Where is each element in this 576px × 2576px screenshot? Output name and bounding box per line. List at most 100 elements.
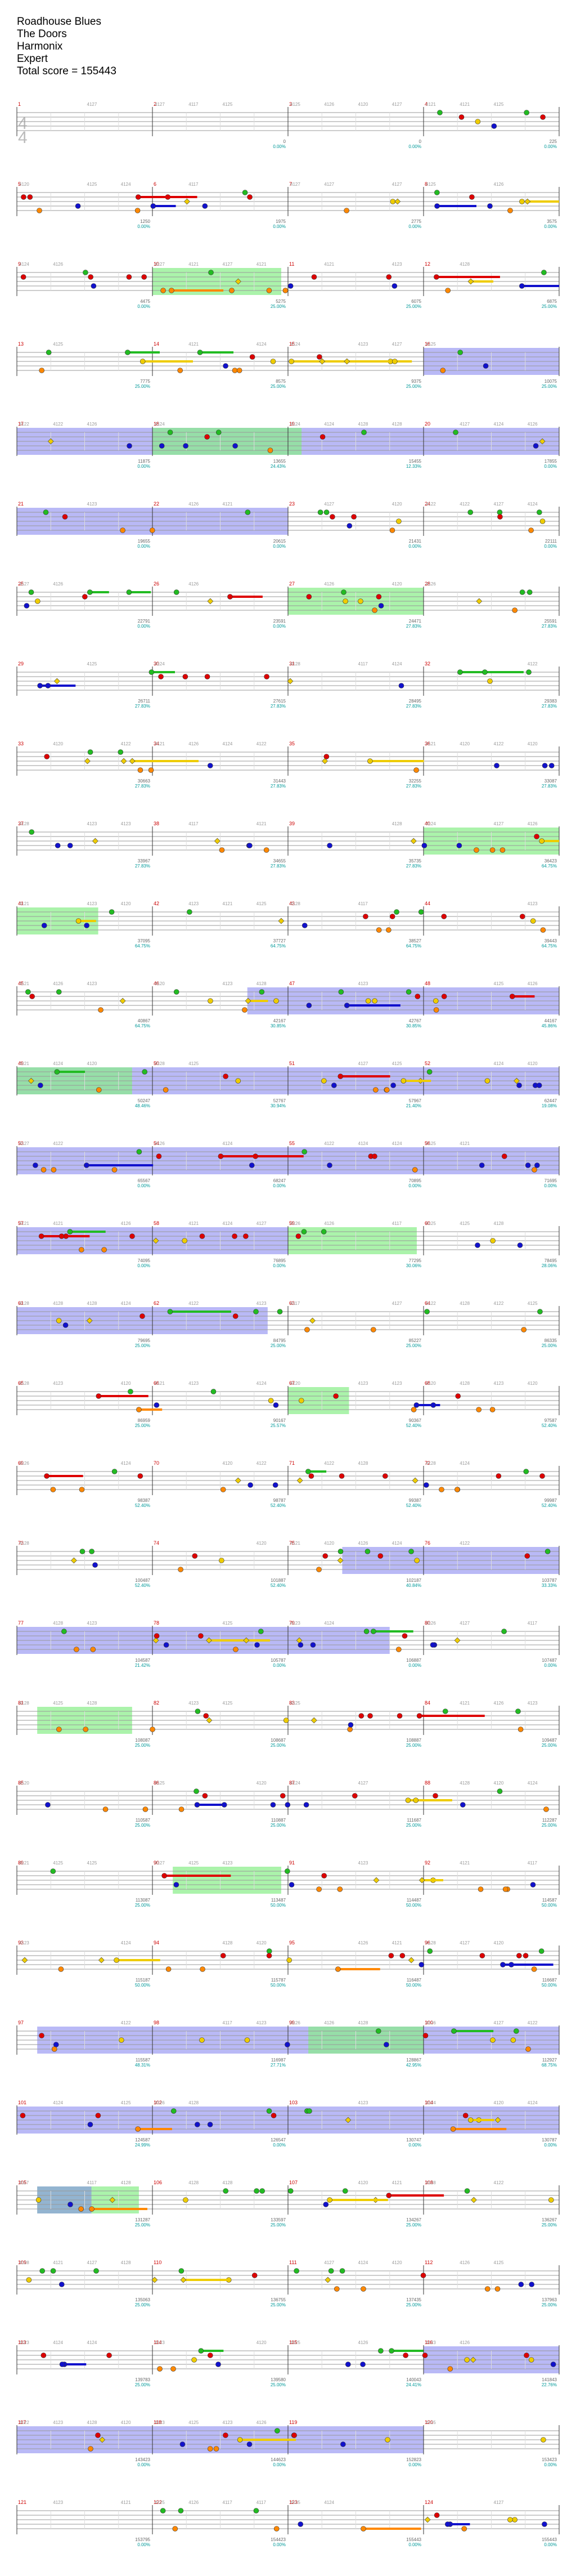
tempo-marker: 4126	[528, 422, 538, 427]
note-gem	[41, 923, 47, 928]
measure-number: 121	[18, 2499, 26, 2505]
tempo-marker: 4117	[358, 661, 368, 667]
measure-number: 5	[18, 181, 21, 187]
tempo-marker: 4126	[290, 2020, 300, 2025]
tempo-marker: 4124	[53, 1061, 63, 1066]
note-gem	[479, 1953, 485, 1958]
measure-number: 30	[154, 661, 159, 667]
note-gem	[392, 283, 398, 289]
measure-score: 2775	[411, 219, 421, 224]
note-gem	[361, 2526, 366, 2532]
tempo-marker: 4126	[256, 2420, 267, 2425]
difficulty-label: Expert	[17, 53, 48, 65]
measure-percent: 24.99%	[135, 2143, 150, 2148]
note-gem	[338, 1549, 344, 1554]
note-gem	[267, 448, 273, 453]
note-gem	[390, 1083, 396, 1088]
measure-percent: 25.00%	[406, 2302, 421, 2307]
measure-score: 10075	[544, 379, 557, 384]
measure-score: 124587	[135, 2137, 150, 2143]
tempo-marker: 4126	[528, 981, 538, 986]
measure-score: 33967	[138, 858, 151, 864]
tempo-marker: 4120	[494, 1940, 504, 1946]
note-gem	[447, 2366, 453, 2372]
note-gem	[518, 1727, 524, 1732]
note-gem	[475, 119, 481, 124]
tempo-marker: 4124	[121, 1461, 131, 1466]
tempo-marker: 4125	[426, 1221, 436, 1226]
measure-score: 19655	[138, 539, 151, 544]
note-gem	[331, 1083, 337, 1088]
note-gem	[266, 1948, 272, 1954]
note-gem	[334, 2286, 340, 2292]
note-gem	[33, 1162, 38, 1168]
tempo-marker: 4127	[392, 102, 402, 107]
tempo-marker: 4123	[121, 821, 131, 826]
measure-score: 116987	[271, 2058, 286, 2063]
tempo-marker: 4126	[324, 1221, 334, 1226]
measure-number: 11	[289, 261, 294, 267]
note-gem	[544, 1549, 551, 1554]
note-gem	[198, 2348, 204, 2354]
measure-score: 13655	[273, 459, 286, 464]
measure-score: 136267	[542, 2217, 557, 2222]
hopo-note	[337, 1557, 344, 1564]
measure-number: 19	[289, 421, 295, 427]
note-gem	[384, 1087, 390, 1093]
artist-name: The Doors	[17, 28, 67, 40]
note-gem	[327, 1162, 332, 1168]
tempo-marker: 4124	[324, 2500, 334, 2505]
note-gem	[386, 2193, 392, 2198]
note-gem	[83, 270, 88, 275]
hopo-note	[99, 2436, 106, 2443]
measure-score: 110587	[136, 1818, 151, 1823]
measure-score: 99387	[409, 1498, 422, 1503]
tempo-marker: 4126	[87, 422, 97, 427]
note-gem	[478, 1886, 484, 1892]
measure-percent: 50.00%	[406, 1983, 421, 1988]
note-gem	[434, 190, 440, 195]
measure-percent: 25.00%	[135, 2382, 150, 2387]
measure-number: 67	[289, 1380, 295, 1386]
note-gem	[308, 1473, 314, 1479]
tempo-marker: 4128	[392, 821, 402, 826]
measure-number: 122	[154, 2499, 162, 2505]
measure-number: 26	[154, 581, 159, 587]
measure-score: 38527	[409, 938, 422, 943]
measure-number: 118	[154, 2420, 161, 2425]
measure-score: 106887	[406, 1658, 421, 1663]
tempo-marker: 4121	[392, 2180, 402, 2185]
note-gem	[37, 683, 43, 688]
measure-number: 62	[154, 1300, 159, 1306]
note-gem	[210, 1389, 217, 1394]
measure-score: 153795	[135, 2537, 150, 2542]
tempo-marker: 4121	[53, 1221, 63, 1226]
note-gem	[540, 927, 546, 933]
measure-number: 110	[154, 2260, 161, 2265]
hopo-note	[207, 598, 214, 605]
note-gem	[475, 1242, 480, 1248]
tempo-marker: 4117	[188, 182, 199, 187]
measure-score: 141843	[542, 2377, 557, 2382]
measure-number: 58	[154, 1220, 159, 1226]
measure-number: 29	[18, 661, 24, 667]
note-gem	[135, 2126, 141, 2132]
measure-score: 114487	[407, 1898, 422, 1903]
measure-score: 65567	[138, 1178, 151, 1183]
note-gem	[496, 1473, 502, 1479]
measure-score: 35735	[409, 858, 422, 864]
note-gem	[236, 368, 242, 373]
tempo-marker: 4123	[358, 1861, 368, 1866]
tempo-marker: 4128	[223, 1940, 233, 1946]
note-gem	[494, 2286, 501, 2292]
note-gem	[223, 1074, 228, 1079]
tempo-marker: 4125	[87, 661, 97, 667]
tempo-marker: 4122	[19, 2420, 29, 2425]
measure-score: 109487	[542, 1738, 557, 1743]
measure-percent: 25.00%	[135, 2302, 150, 2307]
tempo-marker: 4120	[290, 1381, 300, 1386]
measure-score: 85227	[409, 1338, 422, 1343]
note-gem	[282, 288, 289, 293]
hopo-note	[206, 1717, 213, 1724]
